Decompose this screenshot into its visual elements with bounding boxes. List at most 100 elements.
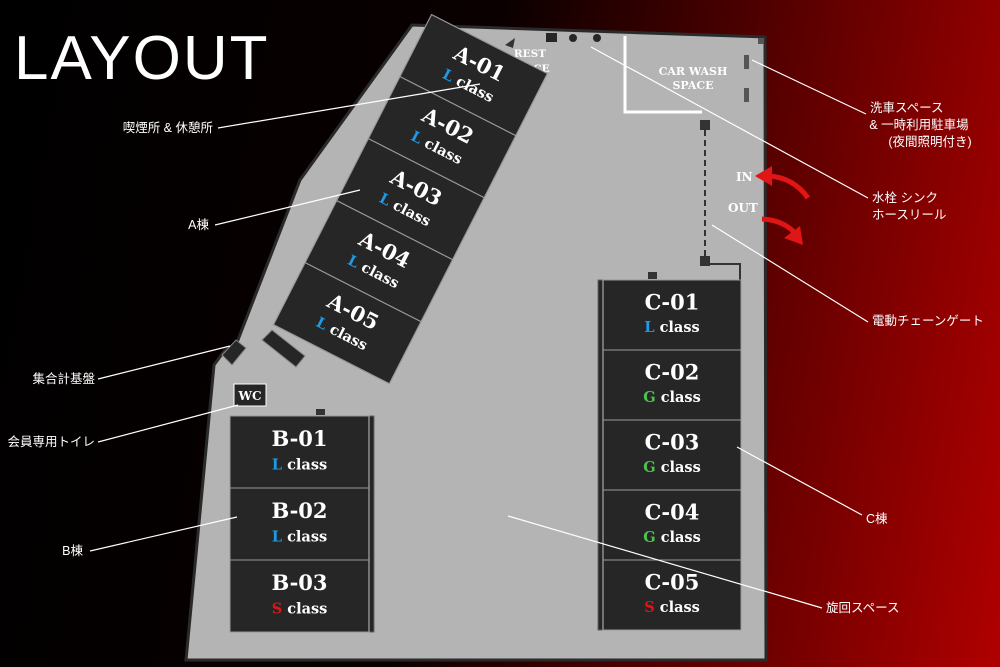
unit-class-letter: G bbox=[643, 529, 655, 546]
callout-carwash-line3: (夜間照明付き) bbox=[888, 135, 972, 149]
unit-c-03: C-03G class bbox=[602, 419, 742, 491]
sink-dot-1 bbox=[569, 34, 577, 42]
callout-b-building: B棟 bbox=[62, 544, 83, 558]
unit-name: B-01 bbox=[271, 426, 327, 451]
callout-turning: 旋回スペース bbox=[826, 601, 900, 615]
unit-name: C-04 bbox=[645, 499, 700, 524]
leader-b-building bbox=[89, 516, 238, 552]
unit-b-01: B-01L class bbox=[229, 415, 370, 489]
unit-cell bbox=[602, 559, 742, 631]
callout-meter: 集合計基盤 bbox=[32, 372, 95, 386]
carwash-light-1 bbox=[744, 55, 749, 69]
c-building-body bbox=[597, 279, 742, 631]
out-arrow-head bbox=[784, 226, 803, 245]
carwash-outline bbox=[623, 36, 702, 114]
callout-carwash-line2: & 一時利用駐車場 bbox=[869, 118, 969, 132]
in-arrow-icon bbox=[767, 173, 811, 200]
callout-faucet: 水栓 シンク ホースリール bbox=[872, 190, 946, 224]
leader-a-building bbox=[214, 189, 361, 226]
unit-name: C-03 bbox=[645, 429, 700, 454]
gate-fence bbox=[710, 263, 741, 280]
in-label: IN bbox=[736, 170, 753, 184]
leader-lines bbox=[89, 46, 869, 609]
faucet-box bbox=[546, 33, 557, 42]
leader-turning bbox=[507, 515, 823, 609]
unit-class-suffix: class bbox=[655, 319, 700, 336]
b-building-body bbox=[229, 415, 375, 633]
carwash-label-line2: SPACE bbox=[672, 79, 713, 92]
callout-gate: 電動チェーンゲート bbox=[872, 314, 984, 328]
leader-gate bbox=[711, 224, 869, 323]
unit-class-letter: G bbox=[643, 389, 655, 406]
unit-name: B-03 bbox=[271, 570, 327, 595]
leader-meter bbox=[97, 345, 231, 380]
unit-name: C-02 bbox=[645, 359, 700, 384]
unit-c-02: C-02G class bbox=[602, 349, 742, 421]
callout-faucet-line2: ホースリール bbox=[872, 208, 947, 222]
wc-label: WC bbox=[237, 389, 261, 403]
unit-class-suffix: class bbox=[282, 528, 327, 545]
unit-class-suffix: class bbox=[656, 459, 701, 476]
unit-class-label: G class bbox=[643, 389, 701, 406]
rest-marker-2 bbox=[505, 38, 515, 48]
a-side-box bbox=[261, 329, 306, 368]
wc-box bbox=[233, 383, 267, 407]
leader-carwash bbox=[751, 59, 867, 115]
leader-c-building bbox=[736, 446, 863, 516]
callout-carwash-line1: 洗車スペース bbox=[870, 101, 944, 115]
meter-board-box bbox=[221, 339, 247, 366]
unit-class-label: G class bbox=[643, 529, 701, 546]
unit-class-letter: S bbox=[272, 600, 282, 617]
unit-class-label: L class bbox=[272, 528, 327, 545]
unit-name: C-01 bbox=[645, 289, 700, 314]
unit-class-letter: L bbox=[272, 528, 282, 545]
callout-c-building: C棟 bbox=[866, 512, 888, 526]
unit-class-label: S class bbox=[644, 599, 700, 616]
callout-toilet: 会員専用トイレ bbox=[7, 435, 95, 449]
unit-c-05: C-05S class bbox=[602, 559, 742, 631]
unit-cell bbox=[272, 261, 422, 385]
unit-class-letter: S bbox=[644, 599, 654, 616]
rest-label-line1: REST bbox=[514, 48, 546, 60]
callout-faucet-line1: 水栓 シンク bbox=[872, 191, 938, 205]
unit-class-suffix: class bbox=[655, 599, 700, 616]
leader-smoking bbox=[217, 83, 481, 129]
sink-dot-2 bbox=[593, 34, 601, 42]
unit-class-suffix: class bbox=[656, 389, 701, 406]
carwash-corner bbox=[758, 38, 764, 44]
b-top-block bbox=[316, 409, 325, 415]
carwash-label-line1: CAR WASH bbox=[659, 65, 728, 78]
leader-toilet bbox=[97, 404, 239, 443]
unit-class-label: S class bbox=[272, 600, 328, 617]
unit-class-suffix: class bbox=[656, 529, 701, 546]
page-title: LAYOUT bbox=[14, 24, 270, 93]
c-top-block bbox=[648, 272, 657, 279]
in-arrow-head bbox=[755, 166, 772, 186]
unit-class-letter: L bbox=[644, 319, 654, 336]
out-arrow-icon bbox=[761, 216, 796, 234]
unit-class-label: L class bbox=[644, 319, 699, 336]
callout-carwash: 洗車スペース & 一時利用駐車場 (夜間照明付き) bbox=[854, 100, 984, 151]
unit-c-01: C-01L class bbox=[602, 279, 742, 351]
leader-faucet bbox=[590, 46, 869, 199]
out-label: OUT bbox=[728, 201, 758, 215]
gate-post-top bbox=[700, 120, 710, 130]
unit-class-suffix: class bbox=[282, 600, 327, 617]
unit-class-letter: G bbox=[643, 459, 655, 476]
callout-a-building: A棟 bbox=[188, 218, 209, 232]
unit-class-label: L class bbox=[272, 456, 327, 473]
unit-class-letter: L bbox=[272, 456, 282, 473]
unit-class-suffix: class bbox=[282, 456, 327, 473]
carwash-light-2 bbox=[744, 88, 749, 102]
unit-b-03: B-03S class bbox=[229, 559, 370, 633]
callout-smoking: 喫煙所 & 休憩所 bbox=[122, 121, 213, 135]
unit-class-label: G class bbox=[643, 459, 701, 476]
unit-name: C-05 bbox=[645, 569, 700, 594]
unit-cell bbox=[229, 559, 370, 633]
unit-name: B-02 bbox=[271, 498, 327, 523]
